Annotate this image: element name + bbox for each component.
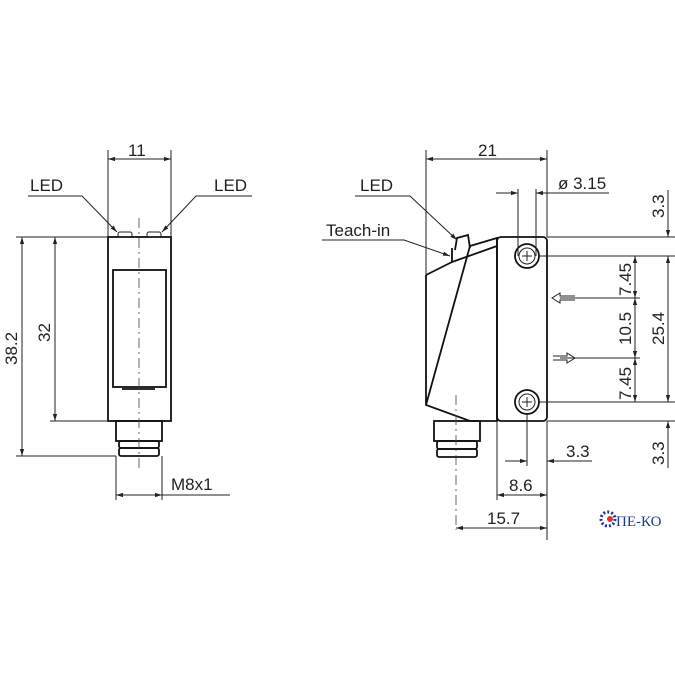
side-view: 21 LED Teach-in ø 3.15 7.45 10.5 7.45 3.… (322, 141, 675, 540)
overall-height-label: 38.2 (2, 332, 21, 365)
led-right (146, 231, 162, 238)
company-logo: ПЕ-КО (599, 510, 662, 530)
connector-offset-label: 15.7 (487, 509, 520, 528)
led-label: LED (360, 176, 393, 195)
led-left (117, 231, 133, 238)
led-left-label: LED (30, 176, 63, 195)
mounting-hole-bottom (514, 389, 540, 415)
sensor-body-front (107, 236, 172, 422)
beam-spacing-label: 10.5 (616, 312, 635, 345)
sensor-front-face (496, 236, 548, 422)
front-view: 11 LED LED 38.2 32 M8x1 (2, 141, 252, 500)
mounting-hole-top (514, 243, 540, 269)
led-right-label: LED (214, 176, 247, 195)
gear-icon (599, 510, 617, 528)
top-offset-label: 3.3 (649, 194, 668, 218)
optics-window (112, 269, 167, 388)
body-height-label: 32 (35, 323, 54, 342)
upper-gap-label: 7.45 (616, 263, 635, 296)
lower-gap-label: 7.45 (616, 367, 635, 400)
face-width-label: 8.6 (509, 476, 533, 495)
bottom-offset-label: 3.3 (649, 441, 668, 465)
sensor-body-side (424, 236, 498, 422)
thread-label: M8x1 (171, 475, 213, 494)
connector-side (433, 420, 481, 458)
teach-in-button (454, 233, 471, 251)
depth-label: 21 (478, 141, 497, 160)
logo-text: ПЕ-КО (616, 514, 662, 530)
hole-edge-label: 3.3 (566, 442, 590, 461)
emitter-arrow-icon (551, 292, 575, 304)
hole-diameter-label: ø 3.15 (558, 174, 606, 193)
teach-in-label: Teach-in (326, 221, 390, 240)
hole-spacing-label: 25.4 (649, 312, 668, 345)
width-label: 11 (128, 141, 146, 160)
